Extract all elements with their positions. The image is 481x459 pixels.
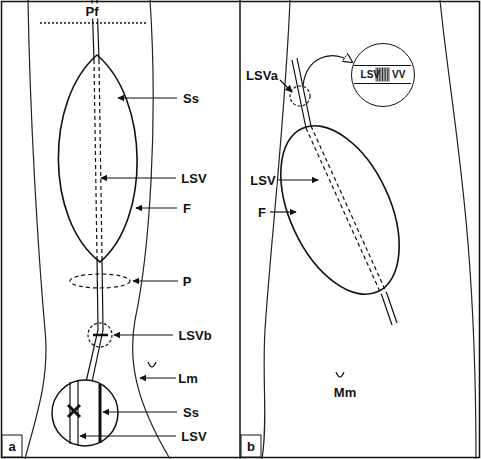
- ligation-circle: [88, 323, 112, 347]
- leg-edge: [25, 0, 46, 459]
- anatomy-label: Ss: [182, 405, 200, 420]
- leader-line: [103, 411, 177, 412]
- leader-line: [101, 177, 176, 178]
- panel-divider: [239, 0, 241, 459]
- leg-outline: [25, 0, 170, 459]
- anatomy-label: LSV: [180, 429, 207, 444]
- leader-line: [114, 334, 173, 335]
- vein-under-flap: [311, 126, 387, 294]
- hatch-stroke: [387, 68, 388, 82]
- vein: [382, 296, 392, 325]
- vein-under-flap: [94, 60, 97, 258]
- hatch-stroke: [385, 68, 386, 82]
- anatomy-label: Mm: [333, 385, 357, 400]
- vessel-wall: [354, 83, 411, 84]
- pivot-ellipse: [70, 274, 130, 288]
- vein-under-flap: [99, 60, 102, 258]
- malleolus-mark: [336, 372, 344, 377]
- leg-edge: [133, 0, 170, 459]
- ligation-mark: [93, 334, 108, 337]
- anatomy-label: LSV: [180, 171, 207, 186]
- flap-outline: [257, 107, 424, 312]
- anastomosis-circle: [290, 86, 310, 106]
- anatomy-label: LSVb: [177, 328, 212, 343]
- anatomy-label: Lm: [177, 371, 199, 386]
- hatch-stroke: [384, 68, 385, 82]
- nerve-detail: [99, 384, 102, 443]
- anatomy-label: F: [257, 205, 267, 220]
- leader-line: [80, 435, 176, 436]
- anatomy-label: P: [182, 274, 193, 289]
- ligation-cross: [68, 405, 80, 417]
- anatomy-label: LSV: [249, 173, 276, 188]
- panel-tag-box: [2, 435, 22, 457]
- anatomy-label: LSVa: [245, 68, 279, 83]
- vessel-wall: [354, 65, 411, 66]
- flap-outline: [58, 55, 137, 262]
- leader-line: [118, 97, 177, 98]
- detail-circle: LSV VV: [351, 43, 415, 107]
- leader-lines: [80, 98, 178, 436]
- anatomy-label: Pf: [85, 4, 100, 19]
- leader-line: [280, 80, 292, 92]
- malleolus-mark: [148, 362, 156, 367]
- panel-tag-box: [241, 435, 261, 457]
- leg-edge: [440, 0, 476, 459]
- leader-line: [133, 280, 178, 281]
- anatomy-label: Ss: [182, 91, 200, 106]
- leader-line: [140, 377, 176, 378]
- detail-arrow: [303, 56, 352, 86]
- vein: [387, 294, 397, 323]
- hatch-stroke: [380, 68, 381, 82]
- vessel-label: VV: [392, 70, 405, 80]
- leader-lines: [270, 80, 318, 212]
- panel-letter: a: [7, 439, 16, 454]
- hatch-stroke: [388, 68, 389, 82]
- leader-line: [270, 211, 296, 212]
- vein-under-flap: [306, 128, 382, 296]
- vein: [92, 258, 103, 382]
- vessel-label: LSV: [361, 70, 380, 80]
- anatomy-label: F: [182, 201, 192, 216]
- leader-line: [136, 207, 177, 208]
- hatch-stroke: [382, 68, 383, 82]
- panel-letter: b: [246, 439, 256, 454]
- leader-line: [278, 179, 318, 180]
